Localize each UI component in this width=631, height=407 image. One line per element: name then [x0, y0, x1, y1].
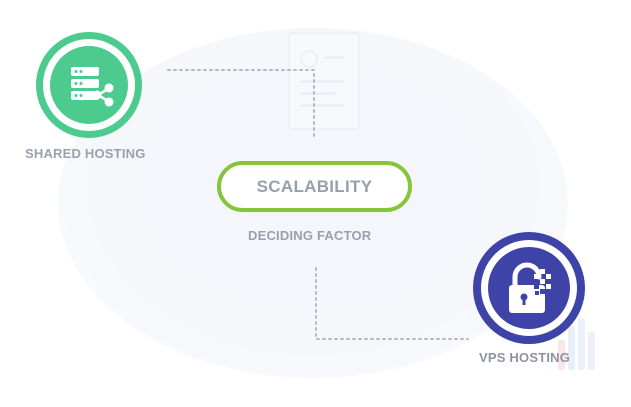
scalability-pill: SCALABILITY: [217, 161, 412, 212]
faint-bar-chart-icon: [558, 312, 598, 370]
vps-hosting-node: [473, 232, 585, 344]
pill-text: SCALABILITY: [256, 176, 373, 196]
vps-hosting-label: VPS HOSTING: [479, 350, 571, 365]
shared-hosting-label: SHARED HOSTING: [25, 146, 146, 161]
shared-hosting-node: [36, 32, 142, 138]
connector-center-to-vps: [315, 267, 469, 340]
deciding-factor-caption: DECIDING FACTOR: [248, 228, 372, 243]
faint-document-icon: [288, 32, 360, 130]
connector-shared-to-center: [167, 69, 315, 141]
